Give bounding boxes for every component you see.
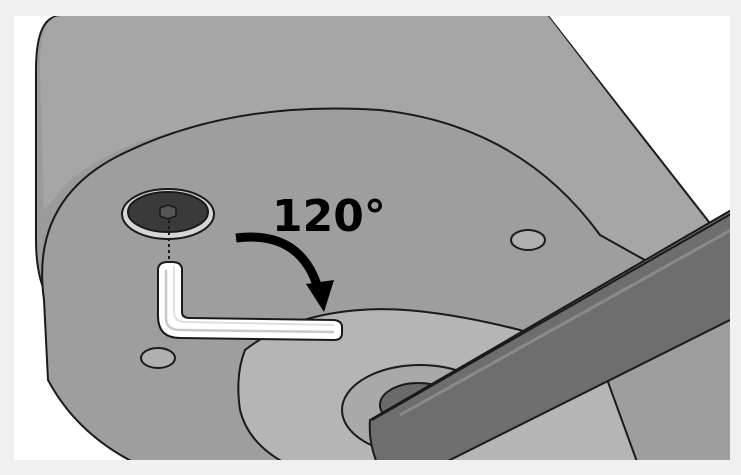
lever-arm-edge [371, 213, 730, 421]
allen-key-icon [157, 261, 343, 341]
mounting-hole [140, 347, 176, 369]
drawing-content: 120° [35, 16, 730, 460]
lever-arm [368, 209, 730, 460]
hex-socket [159, 204, 177, 220]
housing-plateau [40, 16, 728, 300]
rotation-angle-label: 120° [272, 191, 386, 242]
lever-arm-bevel [399, 228, 730, 417]
curved-arrow-icon [235, 232, 334, 312]
mounting-hole [510, 229, 546, 251]
